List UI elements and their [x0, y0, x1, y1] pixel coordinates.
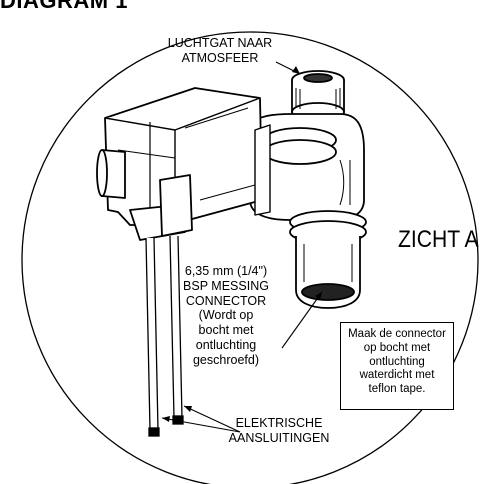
vent-label-line: ATMOSFEER	[181, 50, 259, 65]
terminal-block	[129, 174, 193, 241]
vent-label: LUCHTGAT NAAR ATMOSFEER	[150, 36, 290, 66]
connector-label-line: bocht met	[198, 323, 254, 337]
connector-label: 6,35 mm (1/4") BSP MESSING CONNECTOR (Wo…	[170, 264, 282, 367]
connector-label-line: BSP MESSING	[183, 278, 269, 293]
electric-connections-label: ELEKTRISCHE AANSLUITINGEN	[214, 416, 344, 446]
electric-label-line: ELEKTRISCHE	[235, 416, 323, 430]
note-line: Maak de connector	[348, 328, 446, 340]
connector-label-line: CONNECTOR	[185, 293, 267, 308]
connector-label-line: ontluchting	[195, 337, 257, 352]
front-knob	[96, 149, 126, 199]
electric-wires	[145, 235, 184, 437]
note-box: Maak de connector op bocht met ontluchti…	[340, 322, 454, 410]
arrow-heads	[162, 66, 322, 422]
connector-label-line: 6,35 mm (1/4")	[184, 264, 268, 278]
view-circle	[21, 31, 479, 484]
view-label: ZICHT A	[398, 226, 479, 253]
connector-label-line: geschroefd)	[192, 352, 259, 367]
note-line: teflon tape.	[368, 383, 426, 396]
vent-label-line: LUCHTGAT NAAR	[167, 36, 273, 50]
note-line: waterdicht met	[359, 369, 435, 382]
valve-drawing	[96, 70, 367, 309]
diagram-title: DIAGRAM 1	[0, 0, 128, 13]
bottom-connector	[289, 210, 367, 309]
note-line: ontluchting	[369, 355, 425, 368]
connector-label-line: (Wordt op	[198, 308, 254, 323]
note-line: op bocht met	[363, 341, 431, 354]
electric-label-line: AANSLUITINGEN	[228, 430, 330, 445]
leader-lines	[161, 61, 323, 433]
